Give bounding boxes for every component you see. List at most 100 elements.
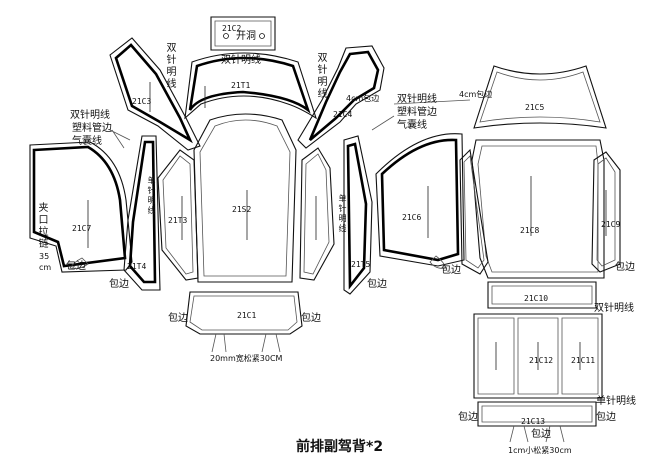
annotation-binding-t4: 包边 — [109, 279, 129, 290]
piece-21C4-inner-outline — [308, 50, 380, 141]
label-21C1: 21C1 — [237, 311, 257, 320]
piece-21C4-outline — [297, 45, 385, 149]
piece-21C6-notch — [429, 255, 447, 269]
label-21T5: 21T5 — [351, 260, 371, 269]
annotation-airbag-left: 气囊线 — [72, 136, 102, 147]
annotation-binding-c1-left: 包边 — [168, 313, 188, 324]
piece-21C12-outer-outline — [473, 313, 603, 399]
piece-21C10-inner-outline — [491, 285, 593, 305]
annotation-plastic-tube-right: 塑料管边 — [397, 107, 437, 118]
annotation-single-stitch-left: 单针明线 — [147, 176, 156, 215]
piece-21T3-outline — [157, 149, 199, 281]
piece-21C10-outline — [487, 281, 597, 309]
piece-21C11-outline — [561, 317, 599, 395]
piece-21C13-outline — [477, 401, 597, 427]
piece-21C7-outline — [29, 141, 133, 273]
piece-21C8-strip-left-outline — [459, 148, 489, 275]
leader-right-lines — [371, 99, 471, 131]
hole-right-icon — [259, 33, 265, 39]
piece-21T1-outline — [184, 52, 317, 120]
annotation-binding-c9: 包边 — [615, 262, 635, 273]
piece-21C8-strip-left-inner-outline — [463, 155, 485, 269]
annotation-double-stitch-right: 双针明线 — [397, 94, 437, 105]
piece-21C8-inner-outline — [477, 145, 599, 273]
piece-21C9-outline — [591, 151, 621, 273]
label-21C7: 21C7 — [72, 224, 92, 233]
piece-21T4-inner-outline — [128, 140, 157, 284]
annotation-binding-c6: 包边 — [441, 265, 461, 276]
annotation-binding-t5: 包边 — [367, 279, 387, 290]
label-21T4: 21T4 — [127, 262, 147, 271]
label-21T3: 21T3 — [168, 216, 188, 225]
annotation-kaidong: 开洞 — [236, 31, 256, 42]
piece-21T4-outline — [123, 135, 161, 291]
label-21C12: 21C12 — [529, 356, 554, 365]
annotation-elastic-1cm: 1cm小松紧30cm — [508, 446, 572, 455]
label-21C13: 21C13 — [521, 417, 546, 426]
piece-21C1-elastic-ties — [211, 333, 281, 353]
label-21C9: 21C9 — [601, 220, 621, 229]
piece-21T1-inner-outline — [188, 56, 311, 114]
piece-21T3-mirror-outline — [299, 147, 335, 281]
label-21C8: 21C8 — [520, 226, 540, 235]
piece-21C7-inner-outline — [32, 145, 127, 268]
annotation-length-35: 35 — [39, 252, 50, 261]
label-21C6: 21C6 — [402, 213, 422, 222]
annotation-double-stitch-vertical-right: 双针明线 — [317, 53, 328, 100]
piece-21C13-elastic-ties — [509, 425, 565, 443]
annotation-binding-c13-bottom: 包边 — [531, 429, 551, 440]
label-21T1: 21T1 — [231, 81, 251, 90]
piece-21C6-inner-outline — [380, 138, 460, 262]
annotation-4cm-binding-left: 4cm包边 — [346, 94, 380, 103]
piece-21T3-inner-outline — [162, 155, 194, 275]
annotation-single-stitch-bottom: 单针明线 — [596, 396, 636, 407]
annotation-length-cm: cm — [39, 263, 52, 272]
piece-21C9-inner-outline — [596, 157, 616, 267]
piece-21C2-outline — [210, 16, 276, 51]
piece-21C8-outline — [471, 139, 605, 279]
annotation-binding-c13-right: 包边 — [596, 412, 616, 423]
piece-21C12-left-outline — [477, 317, 515, 395]
label-21C2: 21C2 — [222, 24, 242, 33]
annotation-4cm-binding-right: 4cm包边 — [459, 90, 493, 99]
annotation-double-stitch-vertical-left: 双针明线 — [166, 43, 177, 90]
annotation-clip-zipper: 夹口拉链 — [38, 203, 49, 250]
annotation-single-stitch-right: 单针明线 — [338, 194, 347, 233]
label-21C10: 21C10 — [524, 294, 549, 303]
piece-21S2-inner-outline — [199, 119, 291, 277]
label-21C3: 21C3 — [132, 97, 152, 106]
piece-21T3-mirror-inner-outline — [303, 153, 330, 275]
annotation-plastic-tube-left: 塑料管边 — [72, 123, 112, 134]
piece-21C7-notch — [69, 257, 89, 269]
annotation-binding-c13-left: 包边 — [458, 412, 478, 423]
label-21C5: 21C5 — [525, 103, 545, 112]
annotation-elastic-20mm: 20mm宽松紧30CM — [210, 354, 283, 363]
label-21C11: 21C11 — [571, 356, 596, 365]
label-21C4: 21C4 — [333, 110, 353, 119]
piece-21C5-outline — [473, 65, 607, 129]
piece-21C2-inner-outline — [214, 20, 272, 47]
annotation-airbag-right: 气囊线 — [397, 120, 427, 131]
piece-21T5-outline — [343, 135, 373, 295]
annotation-double-stitch-left: 双针明线 — [70, 110, 110, 121]
piece-21C5-inner-outline — [479, 71, 601, 123]
annotation-double-stitch-c10: 双针明线 — [594, 303, 634, 314]
annotation-binding-c1-right: 包边 — [301, 313, 321, 324]
piece-21C6-outline — [375, 133, 465, 267]
annotation-double-stitch-top: 双针明线 — [221, 55, 261, 66]
piece-21C3-outline — [109, 37, 201, 151]
piece-21C12-outline — [517, 317, 559, 395]
sheet-title: 前排副驾背*2 — [296, 439, 384, 455]
label-21S2: 21S2 — [232, 205, 252, 214]
piece-21C13-inner-outline — [481, 405, 593, 423]
leader-left-lines — [109, 129, 131, 149]
piece-21C1-inner-outline — [189, 295, 298, 331]
hole-left-icon — [223, 33, 229, 39]
piece-21C1-outline — [185, 291, 303, 335]
annotation-binding-c7: 包边 — [66, 261, 86, 272]
piece-21C3-inner-outline — [114, 43, 193, 144]
piece-21S2-outline — [193, 113, 297, 283]
piece-21T5-inner-outline — [346, 142, 368, 290]
